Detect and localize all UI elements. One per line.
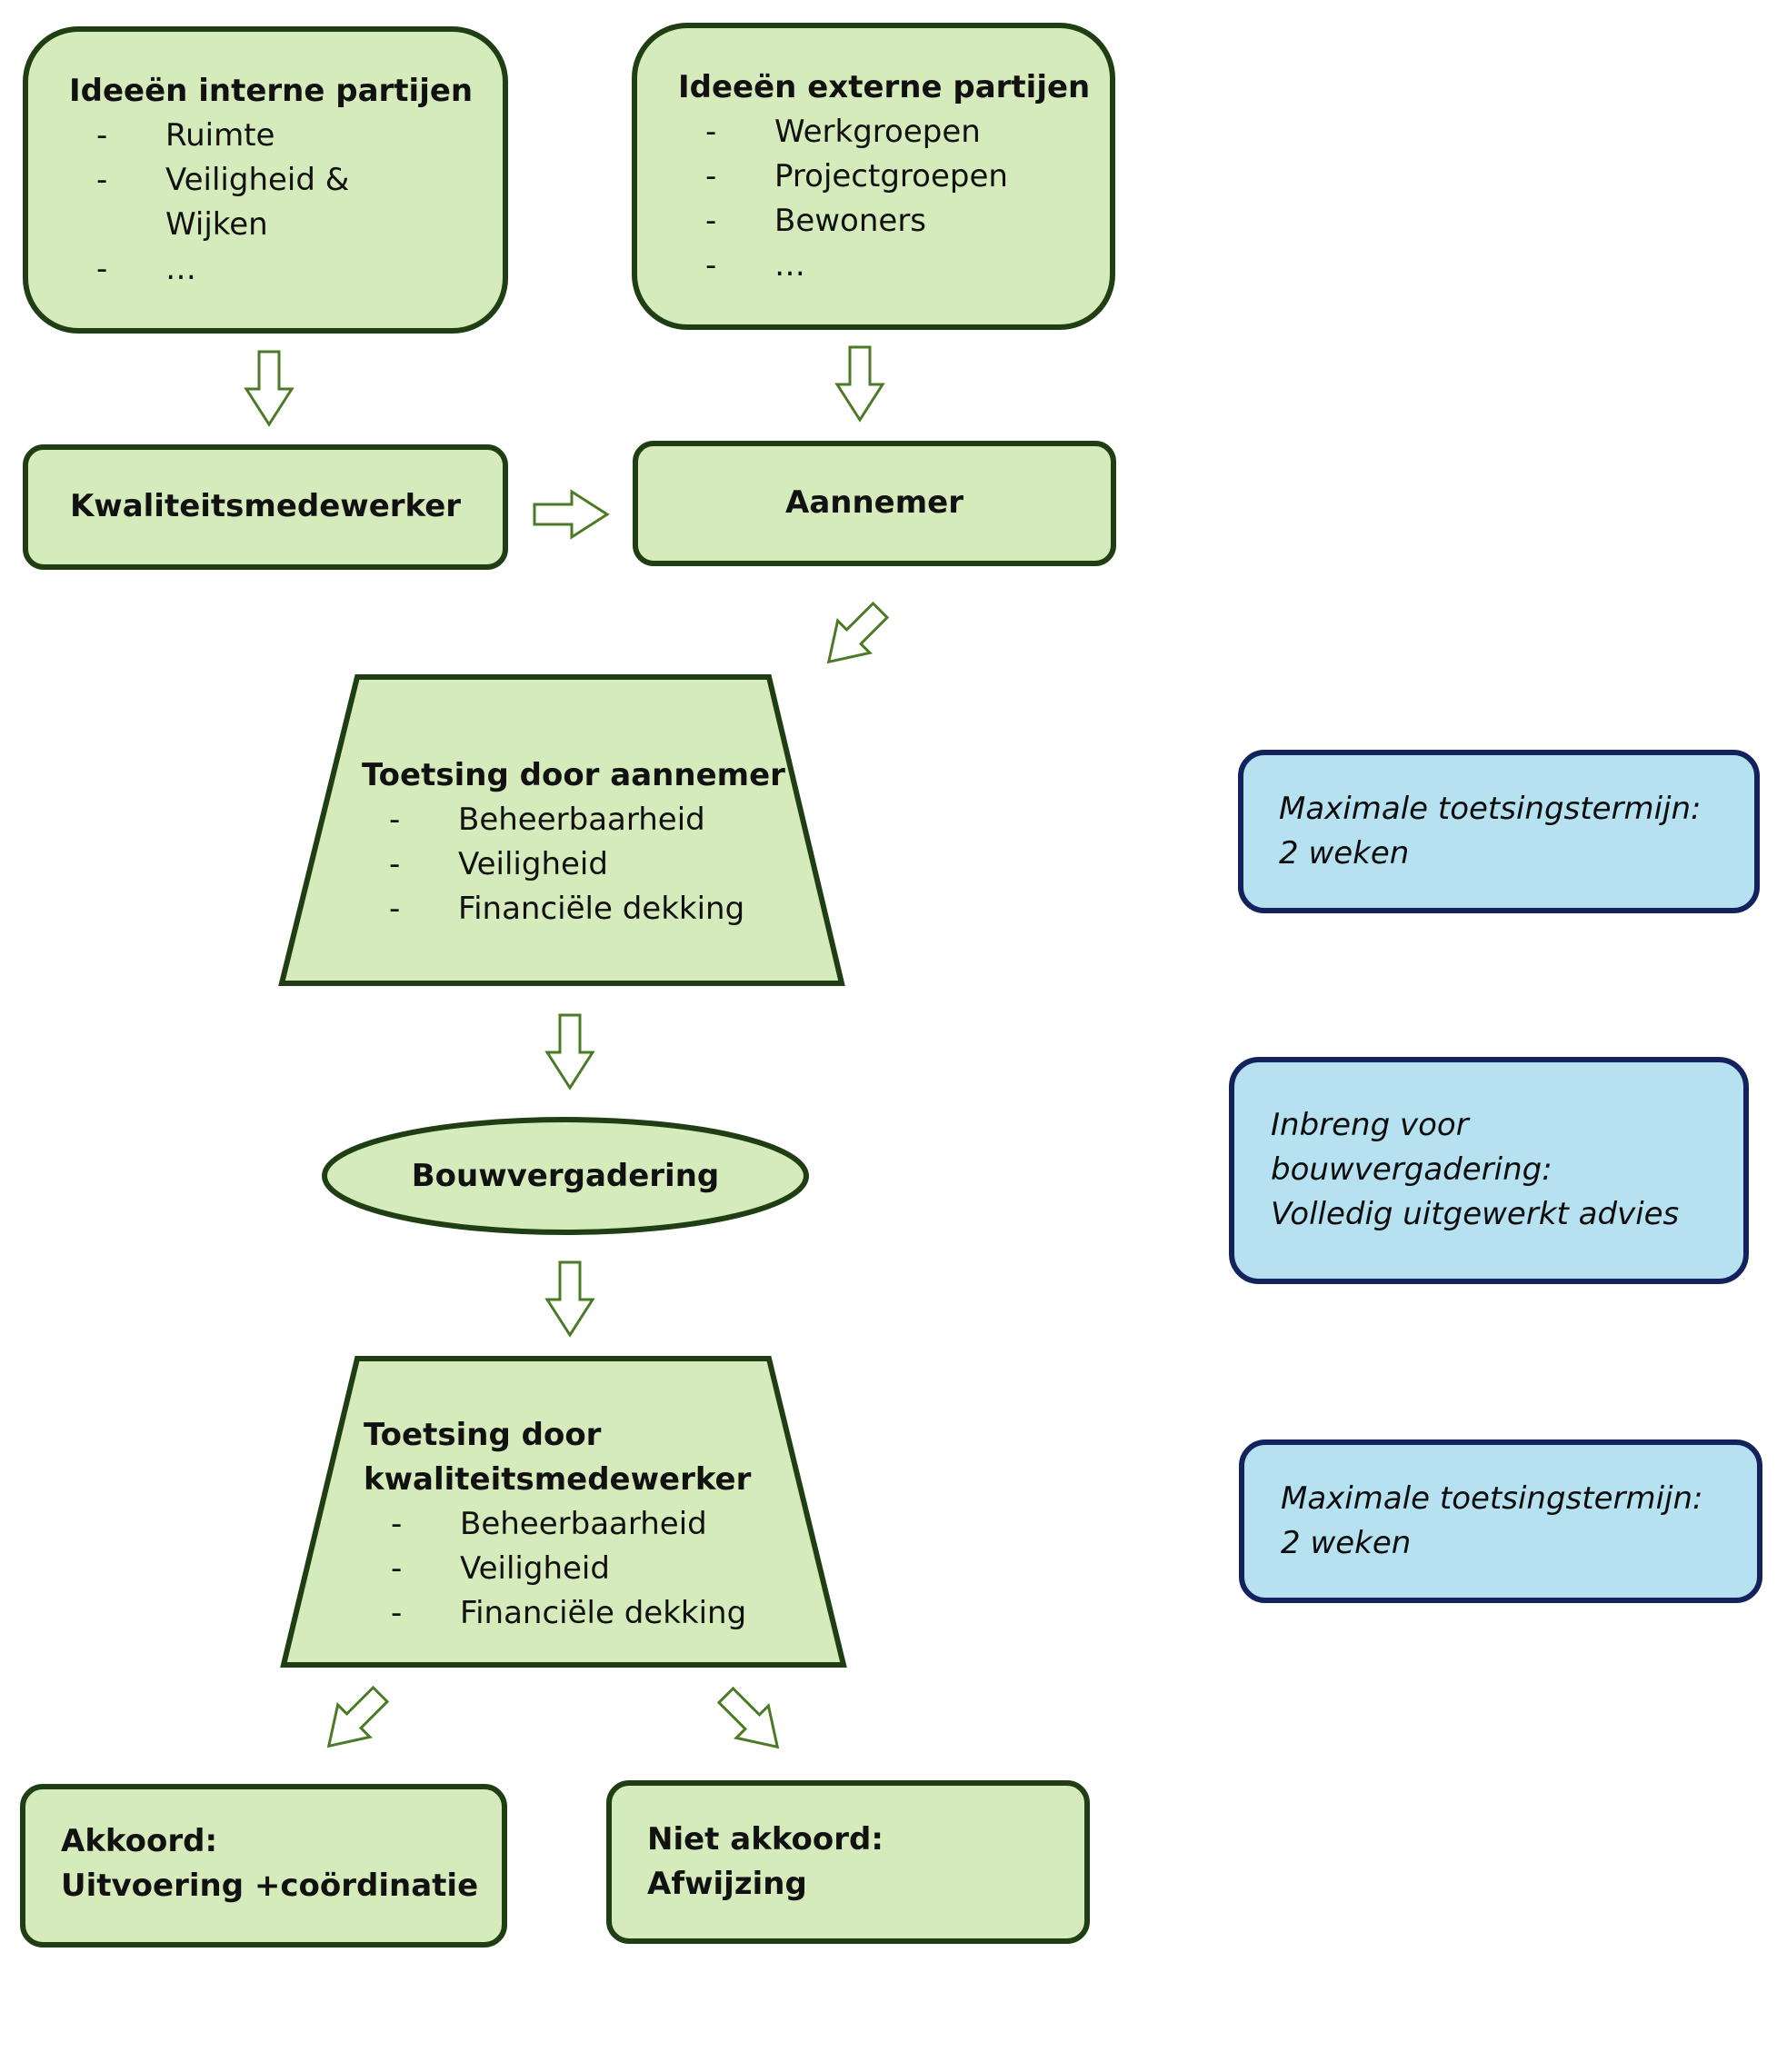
arrow-down-internal [245,350,294,426]
bouwvergadering-label: Bouwvergadering [411,1158,720,1194]
list-item: -Financiële dekking [389,891,745,927]
external-ideas-box [632,23,1115,330]
internal-ideas-box [23,26,508,334]
arrow-diag-to-niet-akkoord [708,1678,795,1765]
toetsing-aannemer-title: Toetsing door aannemer [362,757,785,793]
note2-content: Inbreng voor bouwvergadering: Volledig u… [1271,1103,1679,1237]
internal-ideas-title: Ideeën interne partijen [69,73,474,109]
akkoord-line2: Uitvoering +coördinatie [61,1868,479,1904]
kwaliteitsmedewerker-box [23,444,508,570]
niet-akkoord-box [606,1780,1090,1944]
external-ideas-list: -Werkgroepen -Projectgroepen -Bewoners -… [678,110,1090,288]
note1-line1: Maximale toetsingstermijn: [1279,791,1702,827]
toetsing-aannemer-trapezoid [278,674,845,986]
internal-ideas-list: -Ruimte -Veiligheid & Wijken -… [69,114,473,292]
list-item: -Financiële dekking [391,1595,747,1631]
list-item: -Bewoners [705,203,927,239]
niet-akkoord-line2: Afwijzing [647,1866,807,1902]
external-ideas-title: Ideeën externe partijen [678,69,1091,105]
toetsing-kwaliteit-title-line1: Toetsing door [364,1417,602,1453]
note2-line2: bouwvergadering: [1271,1151,1552,1188]
internal-ideas-content: Ideeën interne partijen -Ruimte -Veiligh… [69,69,473,292]
aannemer-label: Aannemer [785,484,963,521]
note1-content: Maximale toetsingstermijn: 2 weken [1279,787,1702,876]
list-item: -… [705,247,805,284]
note2-line3: Volledig uitgewerkt advies [1271,1196,1680,1232]
akkoord-line1: Akkoord: [61,1823,218,1859]
note3-line2: 2 weken [1281,1525,1412,1561]
arrow-diag-to-toetsing [811,593,898,680]
arrow-down-to-bouwvergadering [545,1013,594,1090]
list-item: -Veiligheid & [96,162,350,198]
arrow-right-to-aannemer [533,490,609,539]
arrow-diag-to-akkoord [311,1677,398,1764]
list-item: Wijken [165,206,268,243]
akkoord-content: Akkoord: Uitvoering +coördinatie [61,1819,478,1908]
toetsing-kwaliteit-content: Toetsing door kwaliteitsmedewerker -Behe… [364,1413,751,1636]
list-item: -Beheerbaarheid [389,802,705,838]
bouwvergadering-ellipse [322,1117,809,1235]
list-item: -Veiligheid [391,1550,610,1587]
niet-akkoord-line1: Niet akkoord: [647,1821,884,1858]
toetsing-kwaliteit-trapezoid [280,1356,847,1668]
list-item: -Veiligheid [389,846,608,882]
note1-box [1238,750,1760,913]
aannemer-box [633,441,1116,566]
list-item: -Beheerbaarheid [391,1506,707,1542]
list-item: -… [96,251,196,287]
list-item: -Ruimte [96,117,275,154]
kwaliteitsmedewerker-label: Kwaliteitsmedewerker [69,488,462,524]
note2-line1: Inbreng voor [1271,1107,1469,1143]
arrow-down-to-toetsing-kwaliteit [545,1260,594,1337]
toetsing-aannemer-list: -Beheerbaarheid -Veiligheid -Financiële … [362,798,785,931]
note3-line1: Maximale toetsingstermijn: [1281,1480,1703,1517]
toetsing-kwaliteit-list: -Beheerbaarheid -Veiligheid -Financiële … [364,1502,751,1636]
note1-line2: 2 weken [1279,835,1410,872]
akkoord-box [20,1784,507,1947]
note3-box [1239,1439,1762,1603]
note3-content: Maximale toetsingstermijn: 2 weken [1281,1477,1703,1566]
list-item: -Werkgroepen [705,114,981,150]
external-ideas-content: Ideeën externe partijen -Werkgroepen -Pr… [678,65,1090,288]
toetsing-kwaliteit-title-line2: kwaliteitsmedewerker [364,1461,752,1498]
arrow-down-external [835,345,884,422]
toetsing-aannemer-content: Toetsing door aannemer -Beheerbaarheid -… [362,753,785,931]
niet-akkoord-content: Niet akkoord: Afwijzing [647,1818,884,1907]
note2-box [1229,1057,1749,1284]
list-item: -Projectgroepen [705,158,1008,194]
